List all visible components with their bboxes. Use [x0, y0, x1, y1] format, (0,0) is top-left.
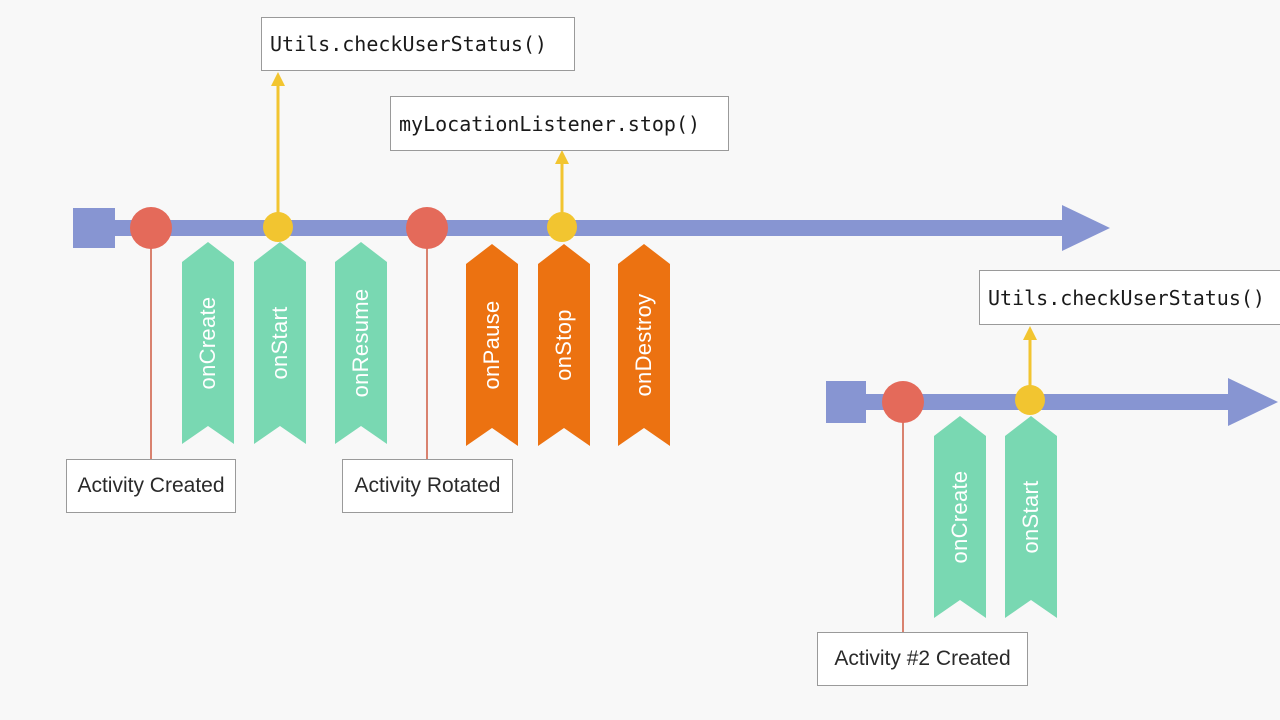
on-create-banner-shape	[182, 242, 234, 444]
on-start-2-label: onStart	[1018, 480, 1043, 554]
check-user-status-box: Utils.checkUserStatus()	[261, 17, 575, 71]
on-create-2-label: onCreate	[947, 470, 972, 564]
timeline-1-arrowhead	[1062, 205, 1110, 251]
on-create-label: onCreate	[195, 296, 220, 390]
on-stop-banner: onStop	[538, 244, 590, 446]
timeline-2-arrowhead	[1228, 378, 1278, 426]
timeline-2-start-marker	[826, 381, 866, 423]
check-user-status-2-arrowhead	[1023, 326, 1037, 340]
on-stop-callback-dot	[547, 212, 577, 242]
activity-2-created-dot	[882, 381, 924, 423]
location-stop-arrowhead	[555, 150, 569, 164]
activity-rotated-dot	[406, 207, 448, 249]
timeline-1	[73, 72, 1110, 460]
activity-2-created-box: Activity #2 Created	[817, 632, 1028, 686]
on-start-banner-shape	[254, 242, 306, 444]
on-stop-banner-shape	[538, 244, 590, 446]
location-listener-stop-box: myLocationListener.stop()	[390, 96, 729, 151]
on-resume-banner-shape	[335, 242, 387, 444]
on-create-2-banner-shape	[934, 416, 986, 618]
check-user-status-2-box: Utils.checkUserStatus()	[979, 270, 1280, 325]
on-start-2-banner: onStart	[1005, 416, 1057, 618]
on-destroy-banner-shape	[618, 244, 670, 446]
on-resume-label: onResume	[348, 288, 373, 398]
on-pause-banner: onPause	[466, 244, 518, 446]
on-create-2-banner: onCreate	[934, 416, 986, 618]
on-stop-label: onStop	[551, 309, 576, 381]
on-start-label: onStart	[267, 306, 292, 380]
on-destroy-banner: onDestroy	[618, 244, 670, 446]
activity-rotated-box: Activity Rotated	[342, 459, 513, 513]
timeline-1-start-marker	[73, 208, 115, 248]
activity-created-dot	[130, 207, 172, 249]
on-start-callback-dot	[263, 212, 293, 242]
check-user-status-arrowhead	[271, 72, 285, 86]
on-start-2-callback-dot	[1015, 385, 1045, 415]
on-pause-label: onPause	[479, 300, 504, 390]
on-start-banner: onStart	[254, 242, 306, 444]
on-start-2-banner-shape	[1005, 416, 1057, 618]
activity-created-box: Activity Created	[66, 459, 236, 513]
on-resume-banner: onResume	[335, 242, 387, 444]
on-pause-banner-shape	[466, 244, 518, 446]
on-create-banner: onCreate	[182, 242, 234, 444]
on-destroy-label: onDestroy	[631, 293, 656, 397]
timeline-2	[826, 326, 1278, 632]
